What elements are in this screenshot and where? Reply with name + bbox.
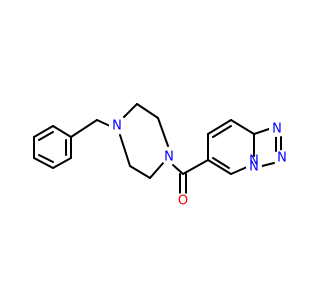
tetrazole-n3: N [246,159,262,175]
bond [157,117,169,147]
bond [182,159,209,175]
atom-label: O [178,194,188,209]
tetrazole-n1: N [269,121,285,137]
bond [230,119,255,135]
bond-layer [33,103,282,194]
atom-label: N [112,119,122,134]
atom-label: N [272,122,282,137]
bond [230,166,248,175]
atom-label-layer: N N O N N N N [109,118,290,209]
bond [253,128,270,135]
bond [70,119,98,138]
bond [172,164,184,175]
bond [261,162,275,167]
bridgehead-nitrogen: N [249,154,259,169]
piperazine-n-top: N [109,118,125,134]
piperazine-n-bottom: N [161,149,177,165]
atom-label: N [277,151,287,166]
bond [38,154,54,163]
bond [96,119,111,127]
bond [207,119,232,135]
bond [212,157,230,169]
bond [212,125,232,138]
bond [136,103,159,119]
atom-label: N [249,154,259,169]
bond [33,125,54,138]
atom-label: N [249,160,259,175]
carbonyl-oxygen: O [175,193,191,209]
bond [119,134,131,167]
bond [38,131,54,141]
bond [123,103,138,118]
bond [207,159,232,175]
bond [52,125,72,138]
bond [33,157,54,169]
atom-label: N [164,150,174,165]
bond [149,161,165,179]
structure-canvas: N N O N N N N [33,103,290,209]
bond [129,165,151,179]
bond [52,157,72,169]
molecule-diagram: N N O N N N N [33,103,290,209]
tetrazole-n2: N [274,150,290,166]
